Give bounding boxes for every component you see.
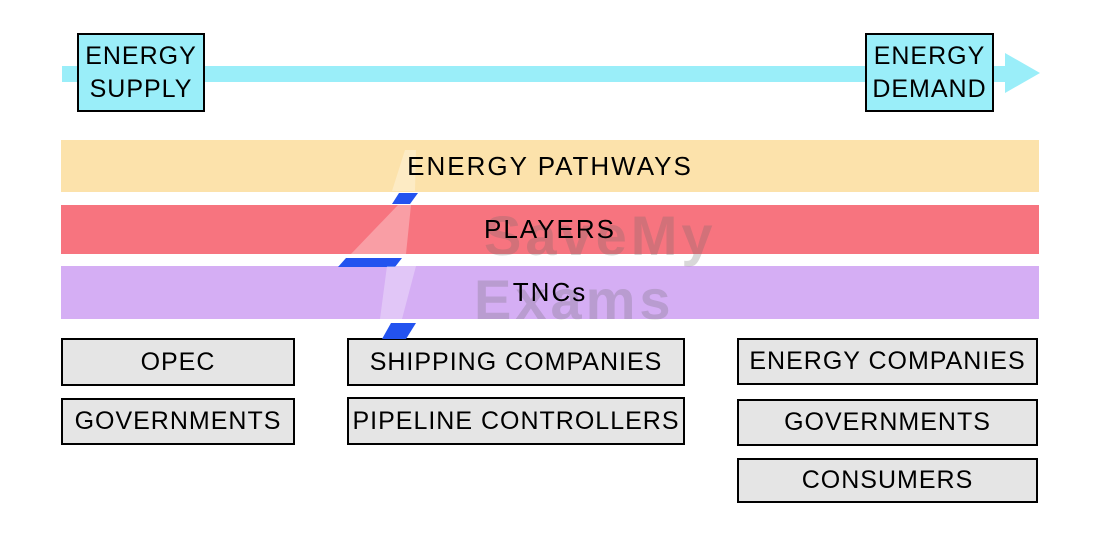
energy-supply-label-line1: ENERGY bbox=[85, 42, 197, 70]
energy-demand-label-line2: DEMAND bbox=[872, 74, 987, 103]
box-pipeline-controllers: PIPELINE CONTROLLERS bbox=[347, 397, 685, 445]
box-governments-left: GOVERNMENTS bbox=[61, 398, 295, 445]
box-governments-right: GOVERNMENTS bbox=[737, 399, 1038, 446]
flow-arrow-shaft bbox=[62, 66, 1006, 82]
box-shipping-companies-label: SHIPPING COMPANIES bbox=[369, 347, 663, 376]
box-governments-right-label: GOVERNMENTS bbox=[784, 408, 991, 436]
box-shipping-companies: SHIPPING COMPANIES bbox=[347, 338, 685, 386]
box-energy-companies: ENERGY COMPANIES bbox=[737, 338, 1038, 385]
box-opec: OPEC bbox=[61, 338, 295, 386]
energy-supply-box: ENERGY SUPPLY bbox=[77, 33, 205, 112]
bar-players-label: PLAYERS bbox=[483, 214, 616, 244]
energy-supply-label-line2: SUPPLY bbox=[89, 74, 193, 103]
flow-arrow-head-icon bbox=[1005, 53, 1040, 93]
box-governments-left-label: GOVERNMENTS bbox=[74, 407, 282, 435]
box-consumers-label: CONSUMERS bbox=[801, 466, 974, 494]
bar-tncs: TNCs bbox=[61, 266, 1039, 319]
box-consumers: CONSUMERS bbox=[737, 458, 1038, 503]
bar-energy-pathways: ENERGY PATHWAYS bbox=[61, 140, 1039, 192]
bar-tncs-label: TNCs bbox=[512, 277, 588, 307]
box-pipeline-controllers-label: PIPELINE CONTROLLERS bbox=[352, 406, 680, 435]
energy-demand-label-line1: ENERGY bbox=[873, 42, 986, 70]
box-opec-label: OPEC bbox=[140, 347, 216, 376]
box-energy-companies-label: ENERGY COMPANIES bbox=[749, 347, 1026, 375]
bar-players: PLAYERS bbox=[61, 205, 1039, 254]
energy-demand-box: ENERGY DEMAND bbox=[865, 33, 994, 112]
bar-energy-pathways-label: ENERGY PATHWAYS bbox=[407, 150, 693, 181]
